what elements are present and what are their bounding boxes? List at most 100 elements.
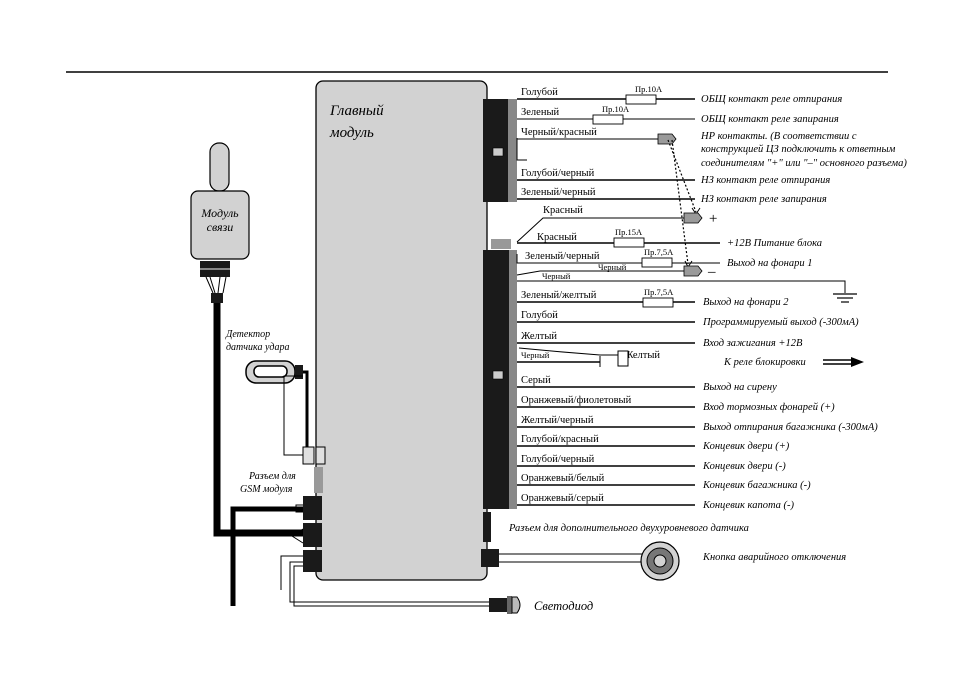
shock-sensor-label-1: Детектор bbox=[225, 329, 270, 340]
main-connectors bbox=[302, 99, 517, 572]
lower-wire-4: Черный К реле блокировки bbox=[517, 350, 806, 368]
emergency-button-center bbox=[653, 554, 667, 568]
plus-terminal bbox=[683, 212, 703, 224]
shock-sensor-cable-black bbox=[303, 370, 309, 447]
lower-wire-label: Оранжевый/фиолетовый bbox=[521, 395, 632, 406]
power-wires: Красный + Красный Пр.15А +12В Питание бл… bbox=[516, 205, 857, 303]
relay-yellow-wire bbox=[518, 347, 618, 356]
lower-wire-function: Концевик двери (-) bbox=[702, 461, 786, 472]
fuse-10a bbox=[625, 94, 657, 105]
led-lens bbox=[511, 596, 521, 614]
comm-module-wire-sleeve bbox=[211, 293, 223, 303]
connector-gsm-latch bbox=[314, 467, 323, 493]
relay-block: Желтый bbox=[518, 347, 864, 367]
connector-shock-2 bbox=[315, 446, 326, 465]
upper-wire-label: Голубой/черный bbox=[521, 168, 595, 179]
comm-module-wire-fan bbox=[205, 276, 227, 294]
upper-wire-label: Зеленый bbox=[521, 107, 559, 118]
fuse-10a-label: Пр.10А bbox=[635, 84, 663, 94]
lower-wire-label: Желтый/черный bbox=[521, 415, 594, 426]
nr-dotted-arrow-minus bbox=[671, 139, 689, 265]
gsm-label-1: Разъем для bbox=[248, 471, 296, 482]
comm-module: Модуль связи bbox=[190, 142, 250, 303]
nr-contact-plug bbox=[657, 133, 677, 145]
led-collar bbox=[507, 596, 512, 614]
green-black-wire-label: Зеленый/черный bbox=[525, 251, 600, 262]
ground-wire-label: Черный bbox=[542, 271, 571, 281]
shock-sensor: Детектор датчика удара bbox=[225, 329, 309, 456]
ground-wire bbox=[517, 280, 846, 293]
red-top-wire bbox=[516, 217, 684, 243]
led-icon bbox=[489, 596, 521, 614]
connector-pin-1 bbox=[492, 147, 504, 157]
lower-wire-label: Оранжевый/серый bbox=[521, 493, 604, 504]
red-wire-label: Красный bbox=[537, 232, 577, 243]
led-body bbox=[489, 598, 507, 612]
lower-wire-function: Программируемый выход (-300мА) bbox=[702, 317, 859, 328]
comm-module-label-2: связи bbox=[207, 220, 234, 234]
upper-wire-function: ОБЩ контакт реле отпирания bbox=[701, 94, 842, 105]
main-module-body bbox=[315, 80, 488, 581]
fuse-15a-label: Пр.15А bbox=[615, 227, 643, 237]
connector-pin-2 bbox=[492, 370, 504, 380]
nr-note-line-3: соединителям "+" или "–" основного разъе… bbox=[701, 158, 907, 169]
comm-module-label-1: Модуль bbox=[200, 206, 239, 220]
led-wire-b bbox=[293, 565, 489, 607]
shock-sensor-label-2: датчика удара bbox=[226, 342, 289, 353]
fuse-7-5a-2 bbox=[642, 297, 674, 308]
main-module-title-2: модуль bbox=[329, 125, 374, 141]
connector-gsm-3 bbox=[303, 550, 322, 572]
connector-power-small bbox=[491, 239, 511, 249]
lower-wire-function: К реле блокировки bbox=[723, 357, 806, 368]
plus-sign: + bbox=[708, 211, 718, 227]
lower-wire-label: Серый bbox=[521, 375, 551, 386]
lower-wire-function: Концевик капота (-) bbox=[702, 500, 795, 511]
red-top-wire-label: Красный bbox=[543, 205, 583, 216]
lower-wire-function: Выход на сирену bbox=[703, 382, 777, 393]
upper-wire-1: Голубой Пр.10А ОБЩ контакт реле отпирания bbox=[517, 84, 842, 105]
lower-wire-label: Желтый bbox=[521, 331, 557, 342]
lower-wire-label: Зеленый/желтый bbox=[521, 290, 597, 301]
lower-wire-label: Оранжевый/белый bbox=[521, 473, 605, 484]
power-function: +12В Питание блока bbox=[727, 238, 822, 249]
relay-yellow-label: Желтый bbox=[624, 350, 660, 361]
connector-gsm-2 bbox=[303, 523, 322, 547]
upper-wire-function: НЗ контакт реле запирания bbox=[700, 194, 827, 205]
main-module-title-1: Главный bbox=[329, 103, 384, 119]
comm-harness bbox=[213, 303, 303, 537]
fuse-10a-label: Пр.10А bbox=[602, 104, 630, 114]
lower-wire-function: Вход тормозных фонарей (+) bbox=[703, 402, 835, 413]
gsm-cable-tie-2 bbox=[291, 528, 304, 544]
lower-wire-label: Голубой bbox=[521, 310, 558, 321]
black-minus-wire bbox=[516, 270, 684, 276]
fuse-7-5a-2-label: Пр.7,5А bbox=[644, 287, 674, 297]
gsm-aux-wire bbox=[280, 555, 303, 590]
minus-sign: – bbox=[707, 264, 716, 280]
upper-wire-function: НЗ контакт реле отпирания bbox=[700, 175, 830, 186]
shock-sensor-cable-thin bbox=[283, 375, 303, 456]
connector-main bbox=[483, 250, 509, 509]
upper-wire-label: Голубой bbox=[521, 87, 558, 98]
nr-dotted-arrow-plus bbox=[667, 139, 697, 213]
lower-wire-label: Черный bbox=[521, 350, 550, 360]
emergency-button-label: Кнопка аварийного отключения bbox=[702, 552, 846, 563]
upper-wire-function: НР контакты. (В соответствии с bbox=[700, 131, 857, 142]
connector-gsm-1 bbox=[303, 496, 322, 520]
lower-wire-function: Концевик багажника (-) bbox=[702, 480, 811, 491]
nr-note-line-2: конструкцией ЦЗ подключить к ответным bbox=[701, 144, 896, 155]
fuse-10a bbox=[592, 114, 624, 125]
led-wire-a bbox=[289, 561, 489, 603]
lower-wire-function: Вход зажигания +12В bbox=[703, 338, 803, 349]
